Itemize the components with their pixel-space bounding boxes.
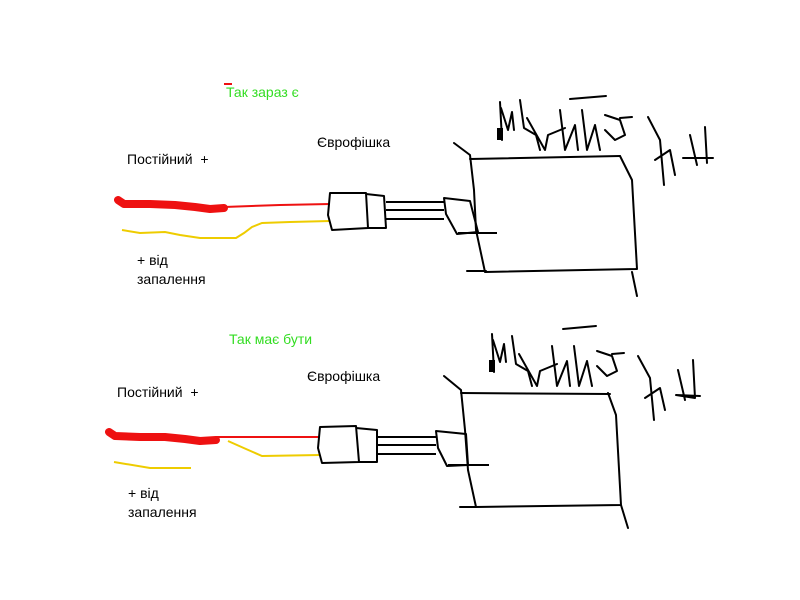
panel-title-current: Так зараз є <box>226 84 299 100</box>
permanent-label-current: Постійний + <box>127 151 209 167</box>
permanent-wire-thick <box>114 196 228 213</box>
permanent-wire-thick <box>105 428 220 445</box>
connector-plug-icon <box>327 192 497 235</box>
connector-plug-icon <box>317 425 489 467</box>
permanent-wire <box>223 203 331 208</box>
panel-target <box>105 325 701 529</box>
ignition-wire-stub <box>113 461 191 469</box>
ignition-wire <box>227 440 321 458</box>
ignition-label-current: + від запалення <box>137 252 206 287</box>
panel-title-target: Так має бути <box>229 331 313 347</box>
scribble-icon <box>497 99 714 186</box>
ignition-wire <box>121 220 331 239</box>
ignition-label-target: + від запалення <box>128 485 197 520</box>
connector-label-target: Єврофішка <box>307 368 381 384</box>
scribble-icon <box>489 333 701 421</box>
head-unit-drawing <box>453 95 714 297</box>
connector-label-current: Єврофішка <box>317 134 391 150</box>
head-unit-drawing <box>443 325 701 529</box>
permanent-label-target: Постійний + <box>117 384 199 400</box>
panel-current <box>114 83 714 297</box>
